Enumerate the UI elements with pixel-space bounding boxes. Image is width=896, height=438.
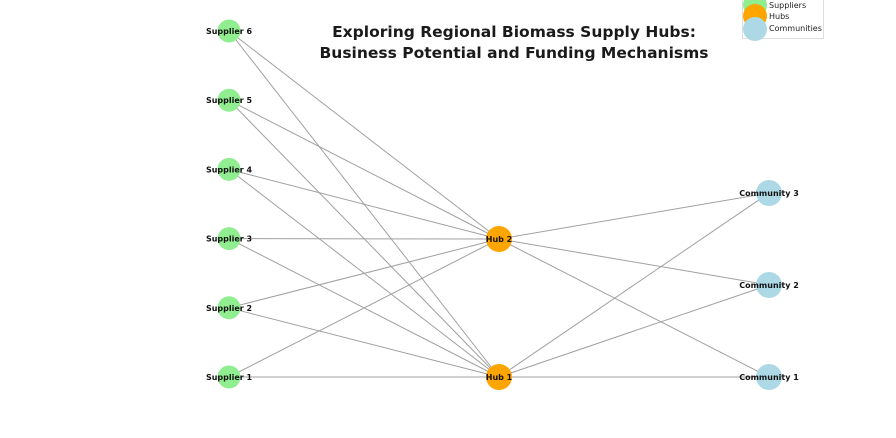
edge-supplier-4-to-hub-1 — [228, 169, 500, 378]
diagram-title: Exploring Regional Biomass Supply Hubs: … — [319, 23, 709, 62]
edge-hub-2-to-community-2 — [498, 238, 770, 286]
node-community-3[interactable] — [756, 180, 782, 206]
edge-supplier-3-to-hub-1 — [228, 238, 500, 378]
legend-marker-communities — [743, 17, 767, 41]
labels-layer: Supplier 1 Supplier 2 Supplier 3 Supplier 4… — [206, 27, 799, 382]
edge-supplier-5-to-hub-2 — [228, 99, 500, 240]
node-hub-1[interactable] — [486, 364, 512, 390]
node-supplier-1[interactable] — [217, 365, 241, 389]
node-label-community-2: Community 2 — [739, 281, 799, 290]
node-label-hub-1: Hub 1 — [486, 373, 513, 382]
node-label-supplier-1: Supplier 1 — [206, 373, 253, 382]
edge-hub-2-to-community-3 — [498, 192, 770, 240]
nodes-layer — [217, 19, 782, 390]
node-community-1[interactable] — [756, 364, 782, 390]
node-hub-2[interactable] — [486, 226, 512, 252]
node-label-supplier-3: Supplier 3 — [206, 235, 252, 244]
node-label-community-3: Community 3 — [739, 189, 799, 198]
edge-hub-2-to-community-1 — [498, 238, 770, 378]
node-label-supplier-5: Supplier 5 — [206, 96, 253, 105]
node-community-2[interactable] — [756, 272, 782, 298]
legend: Suppliers Hubs Communities — [742, 0, 824, 41]
node-label-supplier-2: Supplier 2 — [206, 304, 252, 313]
node-label-community-1: Community 1 — [739, 373, 799, 382]
node-supplier-6[interactable] — [217, 19, 241, 43]
legend-label-suppliers: Suppliers — [769, 1, 807, 10]
legend-label-hubs: Hubs — [769, 12, 790, 21]
edge-hub-1-to-community-3 — [498, 192, 770, 378]
node-supplier-3[interactable] — [217, 227, 241, 251]
edge-supplier-2-to-hub-1 — [228, 307, 500, 378]
node-label-supplier-6: Supplier 6 — [206, 27, 253, 36]
node-label-supplier-4: Supplier 4 — [206, 165, 253, 174]
node-label-hub-2: Hub 2 — [486, 235, 512, 244]
edge-supplier-5-to-hub-1 — [228, 99, 500, 378]
edges-layer — [228, 30, 770, 378]
node-supplier-5[interactable] — [217, 88, 241, 112]
node-supplier-4[interactable] — [217, 157, 241, 181]
edge-hub-1-to-community-2 — [498, 284, 770, 378]
edge-supplier-6-to-hub-1 — [228, 30, 500, 378]
legend-markers — [743, 0, 767, 41]
node-supplier-2[interactable] — [217, 296, 241, 320]
legend-label-communities: Communities — [769, 24, 822, 33]
edge-supplier-6-to-hub-2 — [228, 30, 500, 240]
